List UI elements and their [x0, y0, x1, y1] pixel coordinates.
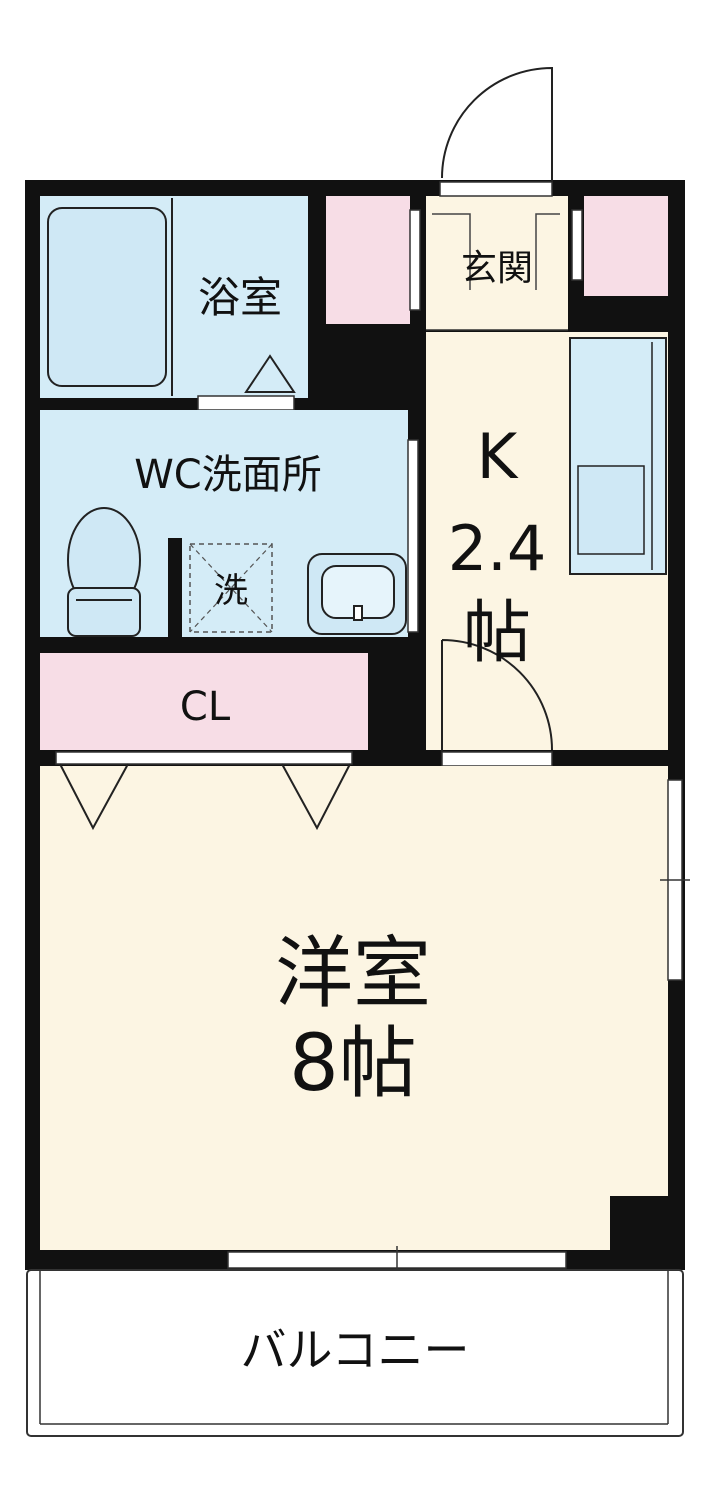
closet-door-track	[55, 751, 353, 765]
western-room-size: 8帖	[289, 1019, 417, 1109]
pillar	[610, 1196, 668, 1252]
closet-label: CL	[180, 684, 231, 730]
kitchen-door-opening	[441, 751, 553, 767]
closet-door-swings	[59, 763, 351, 831]
washroom-label: WC洗面所	[134, 452, 321, 498]
bath-label: 浴室	[198, 273, 282, 322]
bath-door-opening	[197, 395, 295, 411]
front-door-swing	[441, 66, 553, 182]
storage-left	[326, 196, 410, 324]
kitchen-door-swing	[441, 639, 553, 752]
balcony-label: バルコニー	[240, 1323, 469, 1377]
washer-label: 洗	[214, 571, 248, 611]
storage-right-jamb	[571, 209, 583, 281]
kitchen-sink	[577, 465, 645, 555]
balcony-area	[26, 1269, 684, 1437]
closet-floor	[40, 653, 368, 750]
bath-door-icon	[244, 354, 296, 393]
western-room-label: 洋室	[275, 929, 431, 1019]
washroom-door-jamb	[407, 439, 419, 633]
entrance-label: 玄関	[461, 248, 533, 289]
entrance-shoe-mark-left	[432, 213, 471, 290]
western-room-floor	[40, 766, 668, 1250]
front-door-opening	[439, 181, 553, 197]
toilet-icon	[67, 507, 141, 637]
entrance-shoe-mark-right	[535, 213, 560, 290]
kitchen-size-unit: 帖	[463, 594, 531, 673]
washer-space	[189, 543, 273, 633]
storage-right	[584, 196, 668, 296]
storage-left-jamb	[409, 209, 421, 311]
bathtub	[47, 207, 167, 387]
entrance-floor	[426, 196, 568, 330]
washroom-partition	[168, 538, 182, 638]
sink-icon	[307, 553, 407, 635]
kitchen-label: K	[477, 420, 519, 493]
kitchen-size-value: 2.4	[448, 512, 547, 585]
